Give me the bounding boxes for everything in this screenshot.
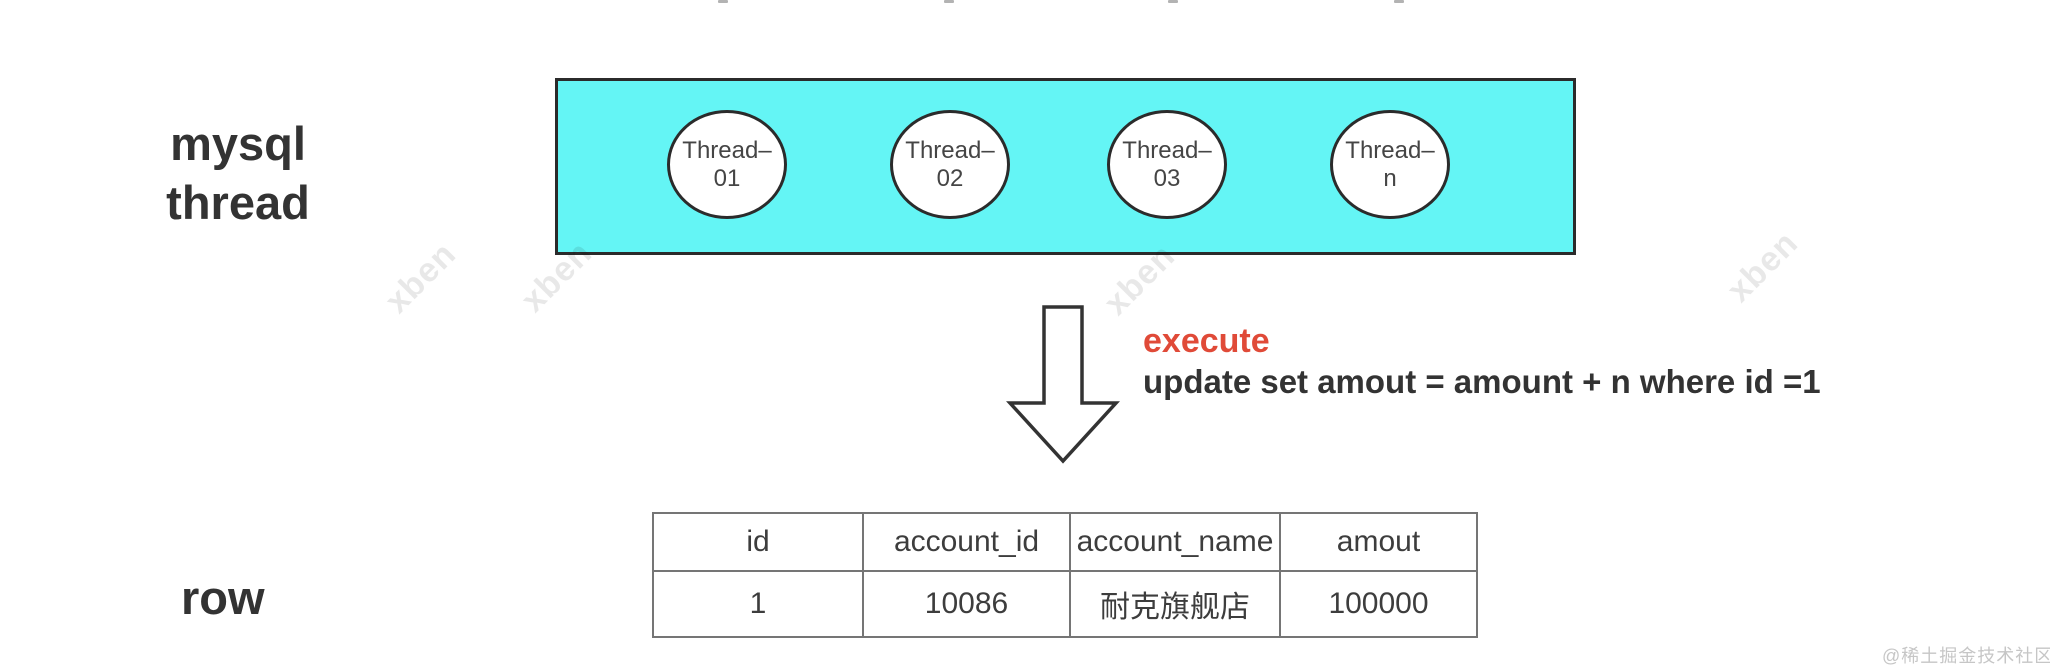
cropped-text-fragment bbox=[1168, 0, 1178, 3]
table-header-row: id account_id account_name amout bbox=[652, 512, 1478, 572]
col-header-account-name: account_name bbox=[1069, 512, 1281, 572]
thread-circle-03: Thread– 03 bbox=[1107, 110, 1227, 219]
mysql-thread-label: mysql thread bbox=[130, 114, 346, 232]
execute-label: execute bbox=[1143, 322, 1270, 360]
mysql-thread-label-line2: thread bbox=[166, 176, 310, 229]
thread-circle-n-line2: n bbox=[1383, 164, 1397, 192]
thread-circle-01-line2: 01 bbox=[713, 164, 741, 192]
cell-account-name: 耐克旗舰店 bbox=[1069, 570, 1281, 638]
xben-watermark: xben bbox=[377, 234, 464, 321]
col-header-account-id: account_id bbox=[862, 512, 1071, 572]
thread-circle-n: Thread– n bbox=[1330, 110, 1450, 219]
juejin-watermark: @稀土掘金技术社区 bbox=[1882, 646, 2050, 666]
cropped-text-fragment bbox=[944, 0, 954, 3]
mysql-thread-label-line1: mysql bbox=[170, 117, 306, 170]
cell-amout: 100000 bbox=[1279, 570, 1478, 638]
sql-statement: update set amout = amount + n where id =… bbox=[1143, 363, 1821, 400]
thread-circle-01-line1: Thread– bbox=[682, 136, 772, 164]
table-row: 1 10086 耐克旗舰店 100000 bbox=[652, 570, 1478, 638]
thread-circle-01: Thread– 01 bbox=[667, 110, 787, 219]
thread-circle-02-line1: Thread– bbox=[905, 136, 995, 164]
cell-id: 1 bbox=[652, 570, 864, 638]
thread-circle-02: Thread– 02 bbox=[890, 110, 1010, 219]
down-arrow-icon bbox=[1006, 305, 1120, 464]
row-label: row bbox=[181, 571, 265, 624]
thread-circle-02-line2: 02 bbox=[936, 164, 964, 192]
cell-account-id: 10086 bbox=[862, 570, 1071, 638]
account-row-table: id account_id account_name amout 1 10086… bbox=[652, 512, 1478, 638]
cropped-text-fragment bbox=[1394, 0, 1404, 3]
thread-circle-03-line2: 03 bbox=[1153, 164, 1181, 192]
col-header-amout: amout bbox=[1279, 512, 1478, 572]
thread-circle-03-line1: Thread– bbox=[1122, 136, 1212, 164]
cropped-text-fragment bbox=[718, 0, 728, 3]
col-header-id: id bbox=[652, 512, 864, 572]
thread-circle-n-line1: Thread– bbox=[1345, 136, 1435, 164]
xben-watermark: xben bbox=[1719, 223, 1806, 310]
